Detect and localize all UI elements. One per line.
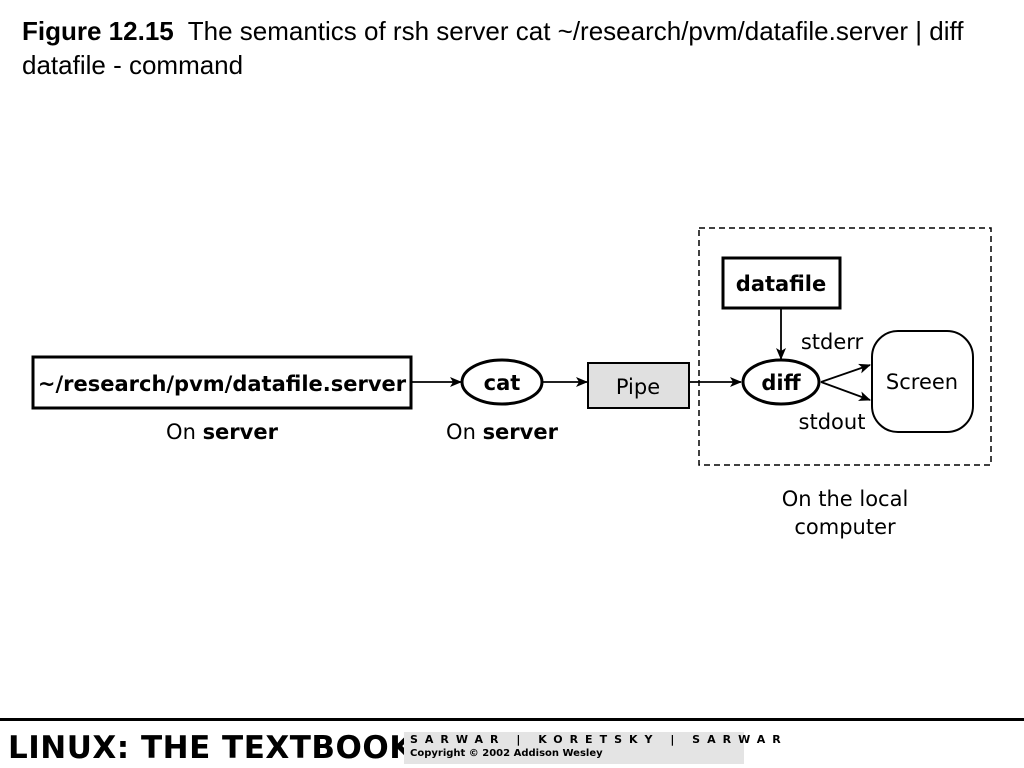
arrow-diff-stdout-to-screen xyxy=(820,381,871,401)
local-computer-label-line2: computer xyxy=(794,515,896,539)
datafile-label: datafile xyxy=(736,272,826,296)
cat-location-server: server xyxy=(483,420,559,444)
pipe-label: Pipe xyxy=(616,375,660,399)
local-computer-label-line1: On the local xyxy=(782,487,909,511)
cat-label: cat xyxy=(484,371,521,395)
footer-authors: SARWAR | KORETSKY | SARWAR xyxy=(410,733,788,746)
source-file-label: ~/research/pvm/datafile.server xyxy=(38,372,407,396)
screen-label: Screen xyxy=(886,370,958,394)
source-location-label: On server xyxy=(166,420,279,444)
footer-author-panel xyxy=(404,732,744,764)
figure-number: Figure 12.15 xyxy=(22,16,174,46)
screen-box xyxy=(871,330,974,433)
local-computer-boundary xyxy=(698,227,992,466)
stderr-label: stderr xyxy=(801,330,864,354)
cat-location-prefix: On xyxy=(446,420,483,444)
source-location-prefix: On xyxy=(166,420,203,444)
stdout-label: stdout xyxy=(799,410,866,434)
figure-caption-text: The semantics of rsh server cat ~/resear… xyxy=(22,16,964,80)
cat-location-label: On server xyxy=(446,420,559,444)
footer-copyright: Copyright © 2002 Addison Wesley xyxy=(410,748,603,759)
footer-book-title: LINUX: THE TEXTBOOK xyxy=(8,730,414,766)
source-location-server: server xyxy=(203,420,279,444)
arrow-diff-stderr-to-screen xyxy=(820,363,871,383)
diff-label: diff xyxy=(761,371,801,395)
footer-divider xyxy=(0,718,1024,721)
pipe-box xyxy=(587,362,690,409)
diff-node xyxy=(741,358,821,406)
